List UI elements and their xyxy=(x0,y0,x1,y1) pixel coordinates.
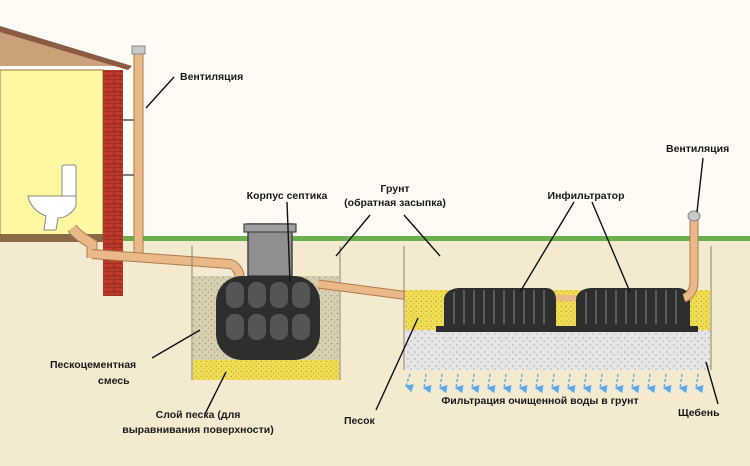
septic-tank xyxy=(216,223,320,360)
label-filtration: Фильтрация очищенной воды в грунт xyxy=(441,395,638,407)
brick-wall xyxy=(103,70,123,296)
label-sand-layer-2: выравнивания поверхности) xyxy=(122,424,274,436)
label-soil-backfill: (обратная засыпка) xyxy=(344,197,446,209)
gravel-layer xyxy=(405,330,710,370)
toilet-icon xyxy=(27,164,77,231)
sand-layer xyxy=(193,360,339,380)
water-filtration-arrows xyxy=(404,373,704,394)
label-sand-layer: Слой песка (для xyxy=(156,409,241,421)
label-soil: Грунт xyxy=(380,183,409,195)
infiltrator-units xyxy=(436,288,698,332)
label-sand-cement: Пескоцементная xyxy=(50,359,136,371)
leader-lines xyxy=(145,76,719,415)
house xyxy=(0,26,132,296)
label-septic-body: Корпус септика xyxy=(247,190,328,202)
label-infiltrator: Инфильтратор xyxy=(548,190,625,202)
grass-line xyxy=(0,236,750,241)
label-gravel: Щебень xyxy=(678,407,720,419)
label-sand: Песок xyxy=(344,415,376,427)
label-sand-cement-2: смесь xyxy=(98,375,130,387)
vent-pipe-right xyxy=(682,210,701,303)
label-ventilation-left: Вентиляция xyxy=(180,71,243,83)
label-ventilation-right: Вентиляция xyxy=(666,143,729,155)
